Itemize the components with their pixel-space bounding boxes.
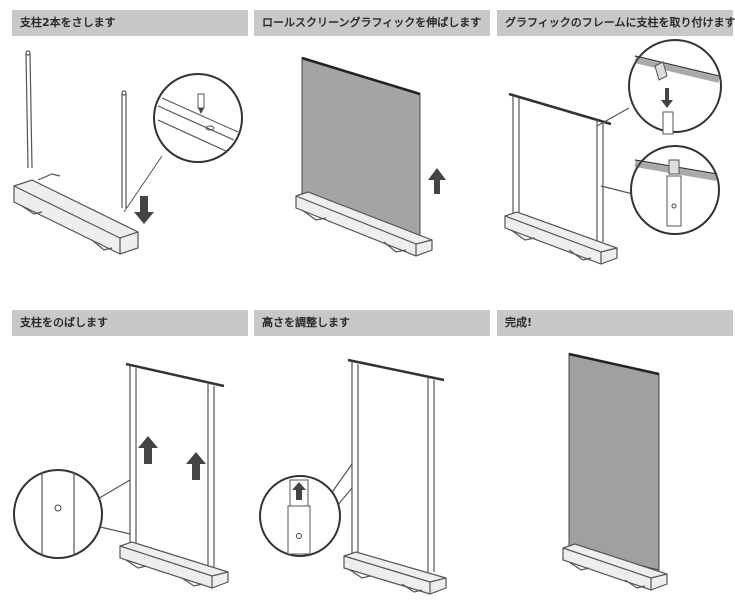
up-arrow-icon xyxy=(186,452,206,480)
step-3-illustration xyxy=(504,39,722,265)
zoom-detail-attached xyxy=(630,145,720,235)
step-3-header: グラフィックのフレームに支柱を取り付けます xyxy=(497,10,735,36)
step-5-adjust-height: 高さを調整します xyxy=(254,310,490,600)
step-6-complete: 完成! xyxy=(497,310,733,600)
step-1-illustration xyxy=(13,50,243,255)
step-5-header: 高さを調整します xyxy=(254,310,490,336)
step-3-title: グラフィックのフレームに支柱を取り付けます xyxy=(505,16,735,29)
zoom-detail-clip xyxy=(628,39,722,135)
step-5-title: 高さを調整します xyxy=(262,316,350,329)
step-1-insert-poles: 支柱2本をさします xyxy=(12,10,248,300)
step-2-title: ロールスクリーングラフィックを伸ばします xyxy=(262,16,482,29)
up-arrow-icon xyxy=(138,436,158,464)
step-2-illustration xyxy=(295,56,446,257)
step-4-extend-poles: 支柱をのばします xyxy=(12,310,248,600)
zoom-detail-pole-hole xyxy=(13,469,103,559)
step-6-header: 完成! xyxy=(497,310,733,336)
step-6-illustration xyxy=(562,352,668,591)
step-2-header: ロールスクリーングラフィックを伸ばします xyxy=(254,10,490,36)
step-1-header: 支柱2本をさします xyxy=(12,10,248,36)
step-2-extend-graphic: ロールスクリーングラフィックを伸ばします xyxy=(254,10,490,300)
step-6-title: 完成! xyxy=(505,316,533,329)
step-4-header: 支柱をのばします xyxy=(12,310,248,336)
zoom-detail-height xyxy=(259,475,341,557)
step-3-attach-poles: グラフィックのフレームに支柱を取り付けます xyxy=(497,10,735,300)
step-5-illustration xyxy=(259,358,447,595)
step-1-title: 支柱2本をさします xyxy=(20,16,116,29)
up-arrow-icon xyxy=(428,168,446,194)
down-arrow-icon xyxy=(134,196,154,224)
zoom-detail-socket xyxy=(153,73,243,163)
step-4-title: 支柱をのばします xyxy=(20,316,108,329)
step-4-illustration xyxy=(13,362,229,589)
